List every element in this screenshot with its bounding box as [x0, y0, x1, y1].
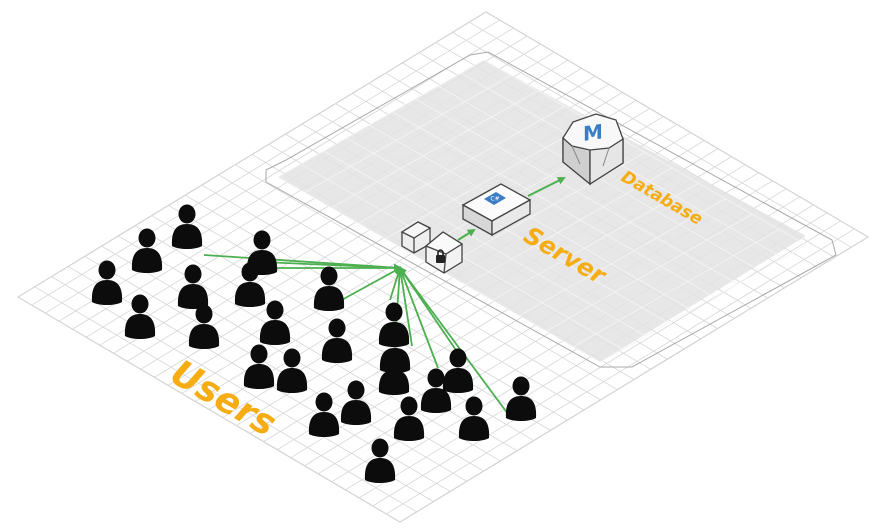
database-badge: M	[583, 119, 603, 146]
zone-grid-line	[358, 105, 565, 224]
zone-grid-line	[599, 244, 807, 363]
user-person-icon	[393, 396, 425, 441]
user-person-icon	[308, 392, 340, 437]
user-person-icon	[188, 304, 220, 349]
user-person-icon	[259, 300, 291, 345]
grid-line	[17, 11, 487, 298]
user-person-icon	[378, 350, 410, 395]
load-balancer	[400, 221, 464, 274]
grid-line	[45, 27, 514, 314]
user-arrows	[203, 254, 509, 415]
datacenter-outline	[265, 51, 837, 368]
zone-grid-line	[385, 121, 592, 240]
zone-grid-line	[546, 213, 753, 332]
user-arrow	[337, 267, 402, 303]
gateway-icon	[400, 221, 432, 254]
user-person-icon	[177, 264, 209, 309]
user-person-icon	[505, 376, 537, 421]
user-person-icon	[171, 204, 203, 249]
user-person-icon	[340, 380, 372, 425]
user-person-icon	[458, 396, 490, 441]
users-group	[91, 204, 537, 483]
zone-grid-line	[304, 75, 512, 193]
mysql-icon: M	[583, 119, 603, 146]
zone-grid-line	[492, 182, 699, 301]
grid-line	[372, 220, 841, 507]
zone-grid-line	[572, 229, 780, 347]
zone-grid-line	[465, 167, 673, 286]
user-person-icon	[313, 266, 345, 311]
grid-line	[386, 228, 855, 515]
csharp-icon: C#	[484, 192, 506, 205]
lock-icon	[436, 249, 445, 263]
zone-grid-line	[519, 198, 726, 317]
lock-gateway-icon	[424, 231, 464, 274]
grid-line	[399, 236, 869, 523]
user-person-icon	[91, 260, 123, 305]
arrow-to-server	[457, 228, 476, 241]
arrow-to-database	[527, 177, 566, 197]
user-person-icon	[420, 368, 452, 413]
zone-grid-line	[331, 90, 538, 209]
server-node: C#	[461, 183, 532, 237]
user-arrow	[398, 266, 439, 369]
zone-grid-line	[438, 152, 646, 270]
server-badge: C#	[490, 196, 499, 203]
database-node: M	[562, 113, 624, 186]
user-person-icon	[131, 228, 163, 273]
user-arrow	[396, 266, 413, 347]
user-arrow	[398, 266, 509, 415]
user-person-icon	[276, 348, 308, 393]
user-person-icon	[364, 438, 396, 483]
user-person-icon	[234, 262, 266, 307]
user-person-icon	[442, 348, 474, 393]
user-person-icon	[124, 294, 156, 339]
user-person-icon	[321, 318, 353, 363]
user-arrow	[261, 261, 402, 272]
grid-line	[31, 19, 500, 306]
server-zone-grid	[277, 59, 807, 363]
user-person-icon	[243, 344, 275, 389]
zone-grid-line	[277, 59, 485, 178]
